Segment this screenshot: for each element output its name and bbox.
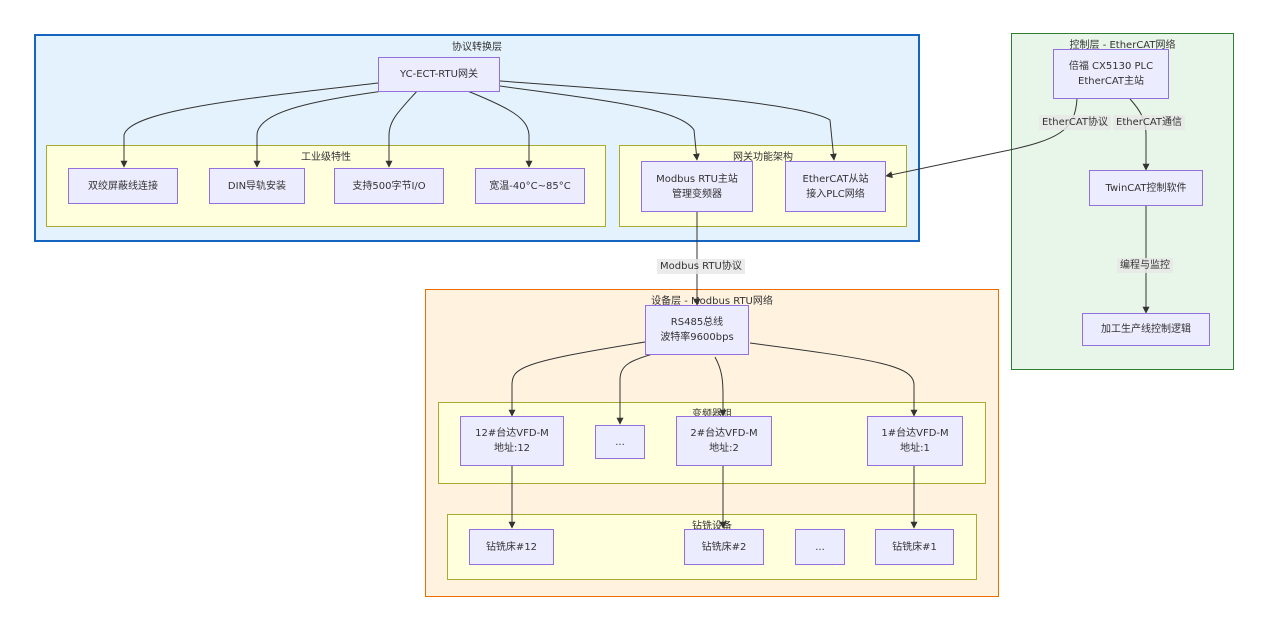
rs485-line1: RS485总线 <box>670 317 724 328</box>
edge-label-ethercat-protocol: EtherCAT协议 <box>1039 115 1111 130</box>
ethercat-slave-node: EtherCAT从站 接入PLC网络 <box>785 161 886 212</box>
vfd1-line1: 1#台达VFD-M <box>881 428 949 439</box>
din-rail-node: DIN导轨安装 <box>209 168 305 204</box>
protocol-layer-title: 协议转换层 <box>452 42 502 53</box>
vfd12-node: 12#台达VFD-M 地址:12 <box>460 416 564 466</box>
vfd12-line1: 12#台达VFD-M <box>475 428 549 439</box>
twisted-pair-node: 双绞屏蔽线连接 <box>68 168 178 204</box>
vfd-ellipsis-label: ... <box>615 436 625 448</box>
vfd2-line2: 地址:2 <box>709 443 739 454</box>
drill2-label: 钻铣床#2 <box>701 541 747 553</box>
control-logic-node: 加工生产线控制逻辑 <box>1082 313 1210 346</box>
temperature-label: 宽温-40°C~85°C <box>489 180 571 192</box>
rs485-line2: 波特率9600bps <box>660 332 734 343</box>
drill-group-title: 钻铣设备 <box>692 521 732 532</box>
drill-ellipsis-label: ... <box>815 541 825 553</box>
modbus-master-line1: Modbus RTU主站 <box>656 173 738 185</box>
edge-plc-twincat <box>1129 98 1150 171</box>
edge-gateway-modbus <box>499 85 700 161</box>
plc-node: 倍福 CX5130 PLC EtherCAT主站 <box>1053 49 1169 99</box>
drill1-label: 钻铣床#1 <box>892 541 937 553</box>
vfd12-line2: 地址:12 <box>493 443 531 454</box>
edge-gateway-twisted <box>120 82 379 168</box>
edge-plc-ethercat-slave <box>885 98 1078 179</box>
industrial-title: 工业级特性 <box>301 152 351 163</box>
edge-label-modbus-protocol: Modbus RTU协议 <box>657 259 745 274</box>
device-layer-title: 设备层 - Modbus RTU网络 <box>651 296 773 307</box>
gateway-arch-title: 网关功能架构 <box>733 152 793 163</box>
twincat-label: TwinCAT控制软件 <box>1105 182 1187 194</box>
control-layer-title: 控制层 - EtherCAT网络 <box>1069 40 1176 51</box>
ethercat-slave-line1: EtherCAT从站 <box>802 173 869 185</box>
control-logic-label: 加工生产线控制逻辑 <box>1101 324 1191 335</box>
edge-rs485-more <box>616 351 661 425</box>
twincat-node: TwinCAT控制软件 <box>1089 170 1203 206</box>
drill1-node: 钻铣床#1 <box>875 529 954 565</box>
vfd-group-title: 变频器组 <box>692 409 732 420</box>
vfd2-line1: 2#台达VFD-M <box>690 428 758 439</box>
edge-label-program-monitor: 编程与监控 <box>1117 258 1173 273</box>
modbus-master-node: Modbus RTU主站 管理变频器 <box>641 161 753 212</box>
plc-line1: 倍福 CX5130 PLC <box>1068 61 1154 72</box>
gateway-label: YC-ECT-RTU网关 <box>400 69 478 80</box>
vfd1-line2: 地址:1 <box>900 443 930 454</box>
vfd2-node: 2#台达VFD-M 地址:2 <box>676 416 772 466</box>
din-rail-label: DIN导轨安装 <box>227 180 287 192</box>
io500-label: 支持500字节I/O <box>352 180 426 192</box>
edge-rs485-vfd12 <box>508 341 646 417</box>
drill2-node: 钻铣床#2 <box>684 529 764 565</box>
vfd1-node: 1#台达VFD-M 地址:1 <box>867 416 963 466</box>
edge-gateway-temp <box>464 89 533 168</box>
modbus-master-line2: 管理变频器 <box>672 188 722 200</box>
drill12-label: 钻铣床#12 <box>485 541 538 553</box>
edge-gateway-ethercat <box>499 80 837 161</box>
vfd-ellipsis-node: ... <box>595 425 645 459</box>
rs485-node: RS485总线 波特率9600bps <box>645 305 749 355</box>
edge-gateway-io500 <box>385 89 419 168</box>
plc-line2: EtherCAT主站 <box>1078 76 1144 87</box>
edge-gateway-din <box>253 89 391 168</box>
edge-label-ethercat-comm: EtherCAT通信 <box>1113 115 1185 130</box>
ethercat-slave-line2: 接入PLC网络 <box>806 188 865 200</box>
drill12-node: 钻铣床#12 <box>469 529 554 565</box>
edge-rs485-vfd1 <box>749 342 918 417</box>
io500-node: 支持500字节I/O <box>334 168 444 204</box>
edge-rs485-vfd2 <box>714 356 727 417</box>
gateway-node: YC-ECT-RTU网关 <box>378 57 500 92</box>
twisted-pair-label: 双绞屏蔽线连接 <box>88 180 158 192</box>
drill-ellipsis-node: ... <box>795 529 845 565</box>
temperature-node: 宽温-40°C~85°C <box>475 168 585 204</box>
